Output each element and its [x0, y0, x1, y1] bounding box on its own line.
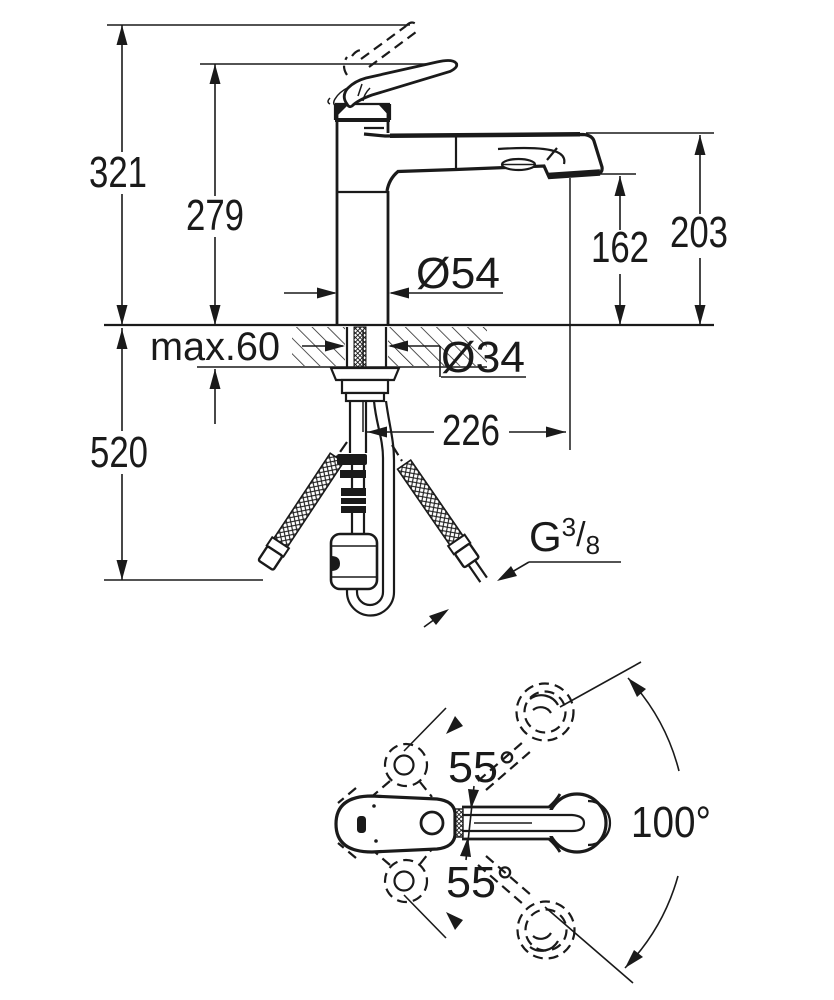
- hose-weight: [329, 532, 379, 591]
- dim-overall-height: 321: [89, 25, 147, 325]
- supply-hose-left: [257, 441, 348, 571]
- dim-swivel-lower: 55°: [403, 858, 514, 939]
- dim-hose-drop: 520: [90, 328, 148, 580]
- dim-spout-top-height-label: 203: [670, 208, 728, 257]
- faucet-body-column: [335, 112, 390, 325]
- handle-raised-position: [342, 21, 419, 76]
- dim-swivel-total: 100°: [544, 661, 711, 984]
- dim-swivel-upper-label: 55°: [448, 743, 516, 792]
- fixing-hardware: [329, 366, 401, 453]
- dim-mounting-thickness-label: max.60: [150, 325, 280, 369]
- dim-base-diameter: Ø54: [284, 249, 503, 299]
- dim-base-diameter-label: Ø54: [416, 249, 500, 298]
- dim-hole-diameter-label: Ø34: [441, 333, 525, 382]
- side-view: 321 279 520 max.60 162: [89, 21, 728, 628]
- dim-spout-outlet-height-label: 162: [591, 223, 649, 272]
- swivel-position-lower: [337, 842, 576, 960]
- dim-body-height-label: 279: [186, 191, 244, 240]
- dim-swivel-upper: 55°: [403, 707, 516, 792]
- thread-callout-label: G3/8: [529, 512, 600, 560]
- spout: [363, 126, 604, 192]
- dim-hole-diameter: Ø34: [302, 333, 526, 382]
- dim-swivel-lower-label: 55°: [446, 858, 514, 907]
- dim-spout-top-height: 203: [670, 135, 728, 325]
- dim-spout-outlet-height: 162: [591, 176, 649, 325]
- handle-mark: [357, 816, 366, 833]
- dim-body-height: 279: [186, 64, 244, 325]
- joint-hatch: [454, 808, 464, 838]
- dim-hose-drop-label: 520: [90, 428, 148, 477]
- plan-view: 55° 55° 100°: [334, 661, 711, 984]
- thread-callout: G3/8: [423, 512, 621, 628]
- hose-connector: [341, 488, 366, 513]
- supply-hose-right: [391, 444, 488, 583]
- cartridge-cap-plan: [419, 810, 445, 836]
- faucet-plan: [334, 792, 612, 854]
- dim-swivel-total-label: 100°: [631, 798, 711, 847]
- spout-bar-plan: [462, 805, 553, 841]
- lever-handle: [327, 59, 459, 109]
- pullout-hose: [329, 400, 396, 617]
- dim-spout-reach: 226: [367, 406, 566, 455]
- dim-mounting-thickness: max.60: [150, 325, 280, 424]
- faucet-side: [257, 21, 604, 617]
- handle-body-plan: [334, 794, 457, 854]
- pivot-axis: [460, 785, 532, 861]
- dim-overall-height-label: 321: [89, 148, 147, 197]
- swivel-position-upper: [337, 682, 575, 804]
- dim-spout-reach-label: 226: [442, 406, 500, 455]
- aerator: [547, 169, 601, 180]
